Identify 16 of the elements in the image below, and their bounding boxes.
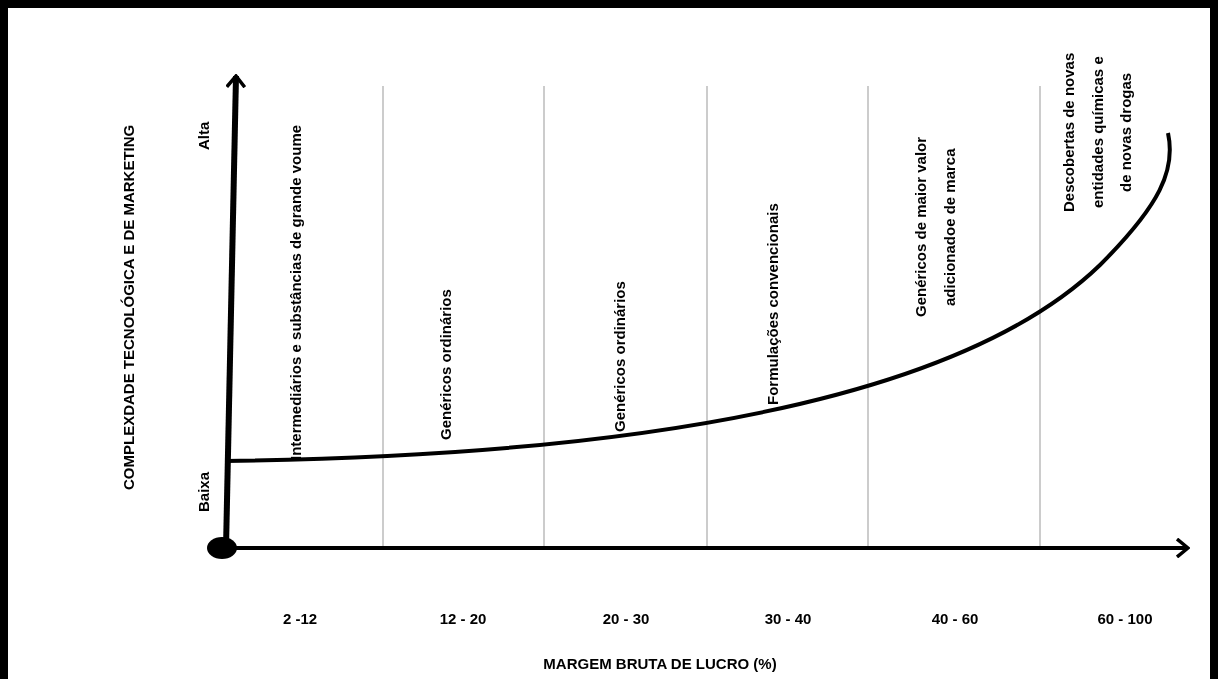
axis-label: Baixa [195,470,213,512]
category-label: Genéricos ordinários [437,288,455,440]
range-label: 2 -12 [282,609,318,629]
range-label: 60 - 100 [1097,609,1153,629]
range-label: 12 - 20 [439,609,487,629]
axis-title: COMPLEXDADE TECNOLÓGICA E DE MARKETING [120,123,138,490]
axis-title: MARGEM BRUTA DE LUCRO (%) [543,654,777,674]
range-label: 40 - 60 [931,609,979,629]
axis-label: Alta [195,120,213,150]
category-label: Genéricos ordinários [611,280,629,432]
range-label: 20 - 30 [602,609,650,629]
range-label: 30 - 40 [764,609,812,629]
category-label: Descobertas de novas entidades químicas e de novas drogas [1059,52,1135,212]
category-label: Intermediários e substâncias de grande voume [287,123,305,460]
category-label: Genéricos de maior valor adicionadoe de marca [911,135,959,320]
category-label: Formulações convencionais [764,202,782,405]
